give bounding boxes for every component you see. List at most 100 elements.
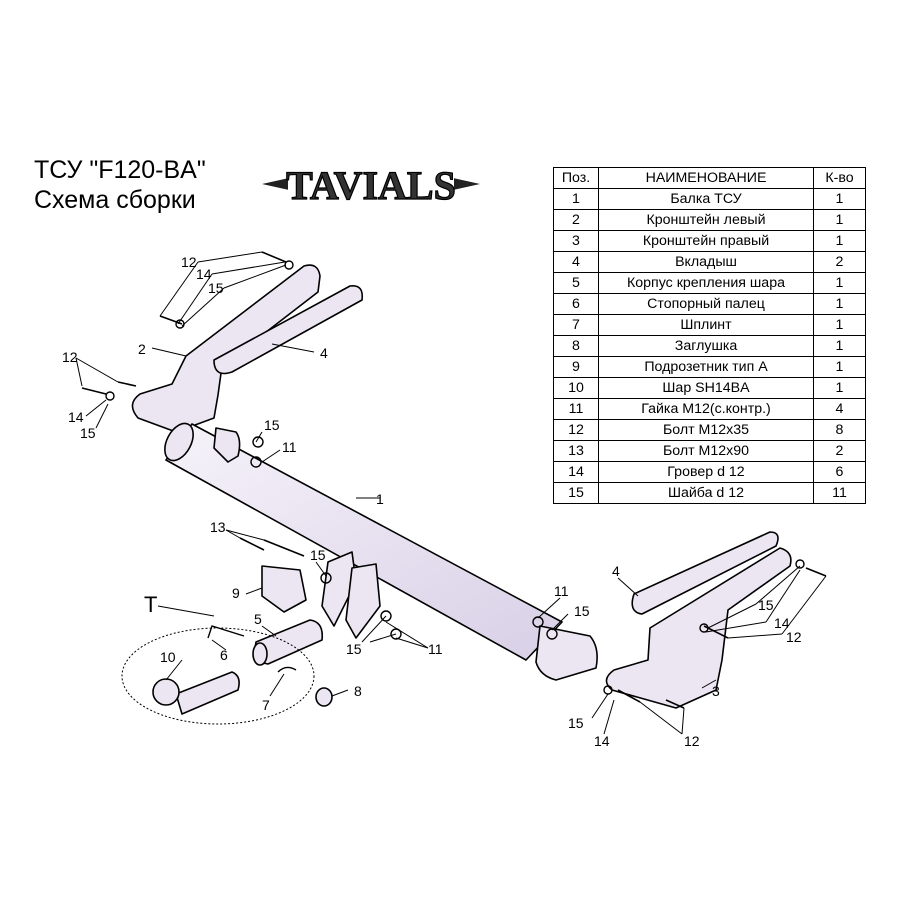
beam-end-left — [164, 422, 194, 462]
plug-ring — [315, 687, 333, 707]
title-line-1: ТСУ "F120-BA" — [34, 156, 206, 184]
callout-10: 10 — [160, 649, 176, 665]
cell-name: Гайка М12(с.контр.) — [598, 398, 814, 420]
left-insert — [213, 284, 364, 375]
table-header-row: Поз. НАИМЕНОВАНИЕ К-во — [553, 167, 866, 189]
callout-4-left: 4 — [320, 345, 328, 361]
cell-name: Шайба d 12 — [598, 482, 814, 504]
callout-11-right: 11 — [554, 583, 569, 599]
callout-4-right: 4 — [612, 563, 620, 579]
header-name: НАИМЕНОВАНИЕ — [598, 167, 814, 189]
cell-position: 9 — [553, 356, 599, 378]
cell-name: Корпус крепления шара — [598, 272, 814, 294]
cell-name: Шплинт — [598, 314, 814, 336]
tow-ball — [152, 678, 180, 706]
tavials-logo: TAVIALS — [262, 162, 480, 209]
callout-15-beam: 15 — [264, 417, 280, 433]
callout-5: 5 — [254, 611, 262, 627]
callout-7: 7 — [262, 697, 270, 713]
cell-name: Заглушка — [598, 335, 814, 357]
title-line-2: Схема сборки — [34, 186, 196, 214]
callout-13: 13 — [210, 519, 226, 535]
callout-15-bottom: 15 — [568, 715, 584, 731]
cell-position: 12 — [553, 419, 599, 441]
callout-9: 9 — [232, 585, 240, 601]
cell-position: 14 — [553, 461, 599, 483]
center-bracket-right — [345, 563, 381, 639]
callout-T: T — [144, 592, 158, 617]
callout-15-nut: 15 — [346, 641, 362, 657]
cell-name: Стопорный палец — [598, 293, 814, 315]
cotter-pin — [277, 666, 297, 673]
tow-assembly-outline — [121, 627, 315, 725]
callout-8: 8 — [354, 683, 362, 699]
cell-qty: 1 — [813, 209, 866, 231]
callout-12-bottom: 12 — [684, 733, 700, 749]
right-insert — [631, 531, 779, 615]
cell-name: Подрозетник тип А — [598, 356, 814, 378]
logo-text: TAVIALS — [286, 163, 456, 208]
callout-14-left: 14 — [68, 409, 84, 425]
callout-6: 6 — [220, 647, 228, 663]
callout-12-rb: 12 — [786, 629, 802, 645]
cell-qty: 2 — [813, 251, 866, 273]
callout-15-left: 15 — [80, 425, 96, 441]
cell-qty: 2 — [813, 440, 866, 462]
cell-position: 10 — [553, 377, 599, 399]
cell-qty: 11 — [813, 482, 866, 504]
leader-lines — [75, 251, 827, 735]
fasteners — [81, 251, 827, 709]
washers-nuts — [105, 260, 805, 695]
cell-name: Болт М12х90 — [598, 440, 814, 462]
cell-qty: 1 — [813, 356, 866, 378]
cell-position: 1 — [553, 188, 599, 210]
cell-qty: 8 — [813, 419, 866, 441]
cell-position: 2 — [553, 209, 599, 231]
callout-14-bottom: 14 — [594, 733, 610, 749]
ball-neck — [175, 671, 240, 715]
cell-position: 15 — [553, 482, 599, 504]
callout-15-center: 15 — [310, 547, 326, 563]
callout-11-center: 11 — [428, 641, 443, 657]
ball-housing-bore — [252, 642, 268, 666]
callout-12: 12 — [181, 254, 197, 270]
cell-position: 11 — [553, 398, 599, 420]
cell-name: Вкладыш — [598, 251, 814, 273]
cell-qty: 1 — [813, 314, 866, 336]
cell-qty: 1 — [813, 377, 866, 399]
callout-14-rb: 14 — [774, 615, 790, 631]
header-position: Поз. — [553, 167, 599, 189]
locking-pin — [207, 625, 245, 639]
cell-qty: 4 — [813, 398, 866, 420]
left-bracket — [131, 264, 321, 433]
cell-qty: 6 — [813, 461, 866, 483]
callout-1: 1 — [376, 491, 384, 507]
right-bracket — [605, 547, 792, 709]
cell-name: Кронштейн левый — [598, 209, 814, 231]
cell-name: Кронштейн правый — [598, 230, 814, 252]
callout-12-left: 12 — [62, 349, 78, 365]
center-bracket-left — [321, 551, 357, 627]
cell-position: 4 — [553, 251, 599, 273]
cell-name: Гровер d 12 — [598, 461, 814, 483]
cell-position: 6 — [553, 293, 599, 315]
cell-position: 3 — [553, 230, 599, 252]
